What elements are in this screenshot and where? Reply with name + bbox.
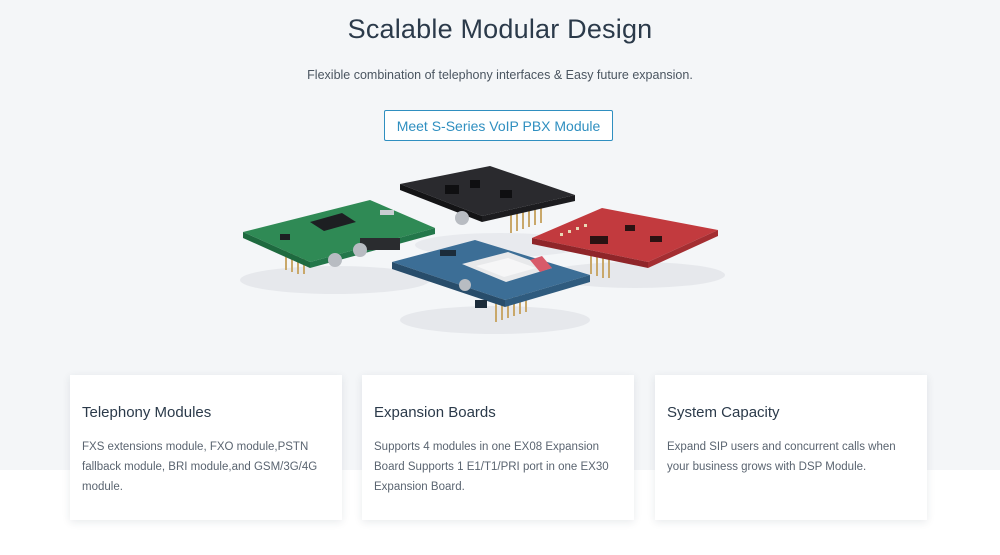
card-system-capacity: System Capacity Expand SIP users and con… <box>655 375 927 520</box>
card-description: Supports 4 modules in one EX08 Expansion… <box>374 441 609 493</box>
card-expansion-boards: Expansion Boards Supports 4 modules in o… <box>362 375 634 520</box>
black-expansion-module <box>400 166 575 233</box>
card-telephony-modules: Telephony Modules FXS extensions module,… <box>70 375 342 520</box>
card-title: System Capacity <box>667 404 780 421</box>
card-description: FXS extensions module, FXO module,PSTN f… <box>82 441 318 493</box>
green-telephony-module <box>243 200 435 274</box>
red-fxs-module <box>532 208 718 278</box>
card-title: Expansion Boards <box>374 404 496 421</box>
page-title: Scalable Modular Design <box>347 14 653 44</box>
meet-s-series-module-button[interactable]: Meet S-Series VoIP PBX Module <box>384 110 613 141</box>
card-description: Expand SIP users and concurrent calls wh… <box>667 441 896 473</box>
card-title: Telephony Modules <box>82 404 212 421</box>
modules-illustration <box>240 166 725 334</box>
hero-background-step <box>930 400 1000 480</box>
blue-gsm-module <box>392 240 590 322</box>
page-subtitle: Flexible combination of telephony interf… <box>307 68 693 82</box>
